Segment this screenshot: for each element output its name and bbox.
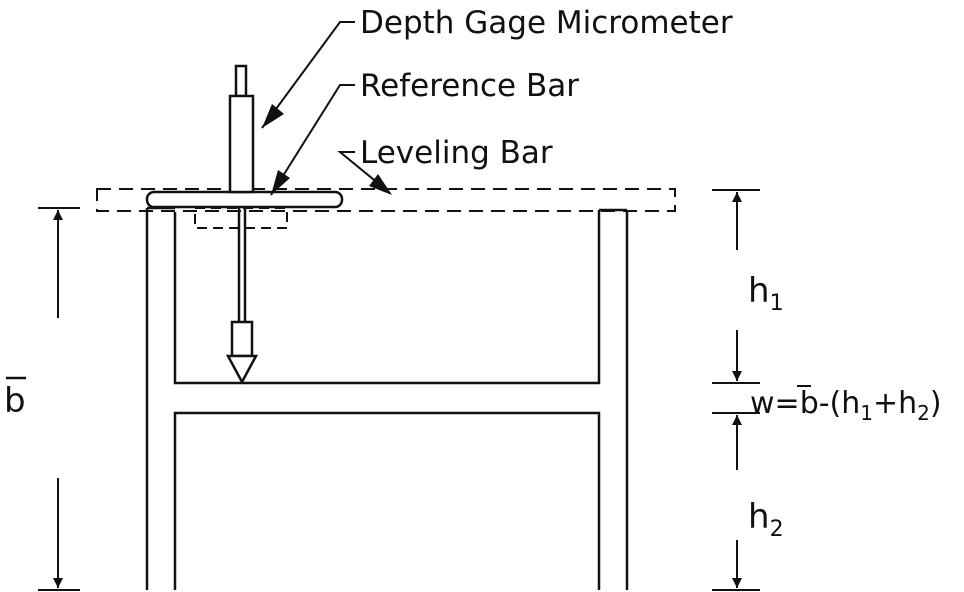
leader-depth-gage	[261, 21, 355, 129]
reference-bar-base	[194, 207, 288, 229]
label-web-formula: w=b-(h1+h2)	[750, 386, 942, 425]
label-b-bar: b	[4, 381, 26, 421]
arrowhead-depth-gage	[262, 104, 284, 128]
label-leveling-bar: Leveling Bar	[360, 135, 553, 171]
i-beam-section	[145, 206, 629, 590]
arrowhead-leveling-bar	[369, 174, 392, 195]
label-h2: h2	[748, 497, 784, 542]
web-lower-edge	[173, 411, 601, 590]
depth-gage-micrometer	[225, 64, 259, 385]
leader-reference-bar	[270, 84, 355, 196]
leader-leveling-bar	[337, 151, 391, 194]
micrometer-tip-body	[230, 320, 254, 358]
left-flange-inner-upper	[173, 210, 601, 385]
micrometer-top-rod	[234, 64, 248, 98]
micrometer-barrel	[228, 94, 255, 194]
label-h1: h1	[748, 271, 784, 316]
micrometer-tip-point	[225, 354, 259, 385]
reference-bar	[145, 190, 344, 209]
label-depth-gage-micrometer: Depth Gage Micrometer	[360, 5, 733, 41]
label-reference-bar: Reference Bar	[360, 68, 579, 104]
arrowhead-reference-bar	[271, 170, 290, 195]
